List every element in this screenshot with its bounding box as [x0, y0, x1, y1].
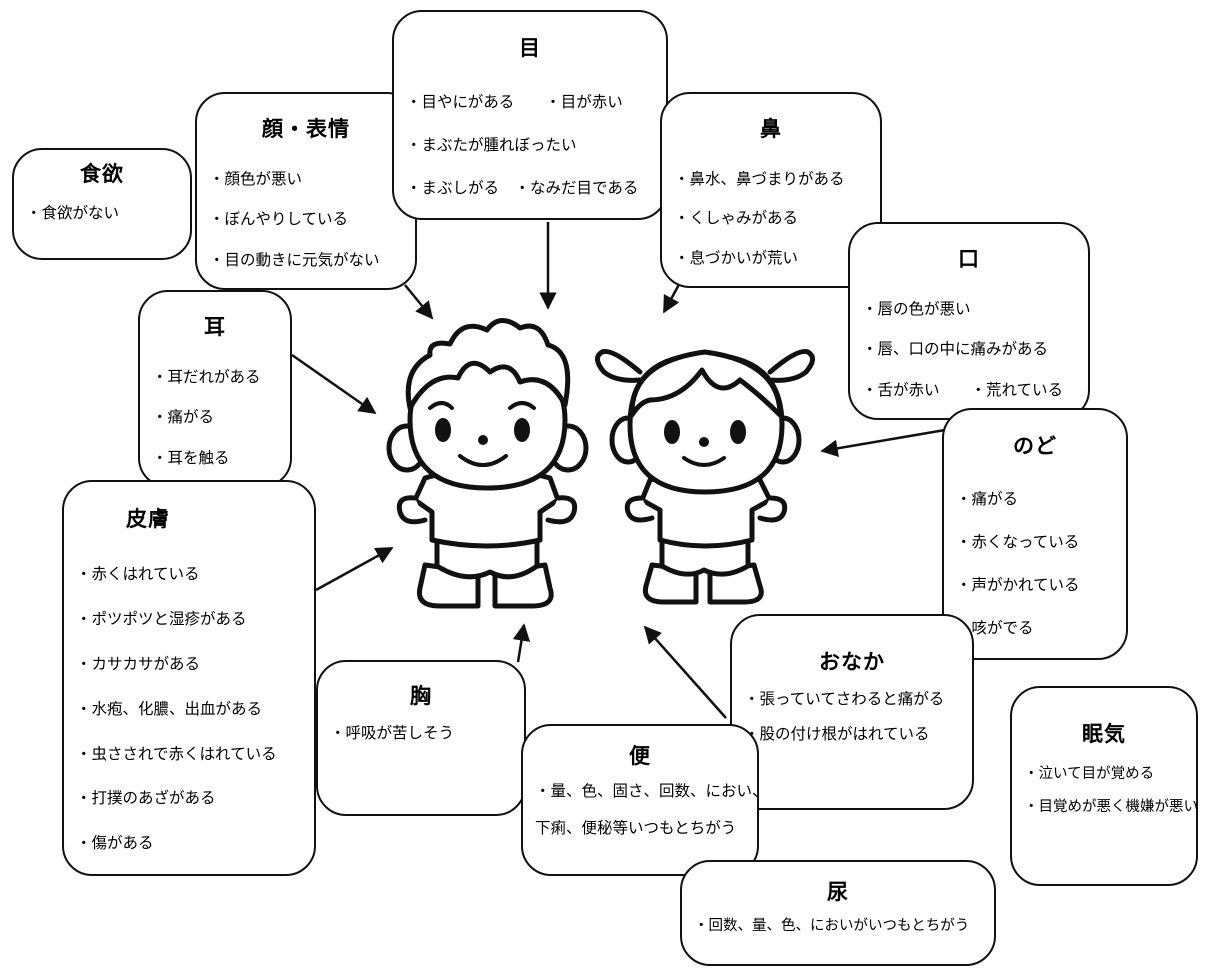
- box-title-skin: 皮膚: [126, 507, 170, 532]
- symptom-line: ・目やにがある ・目が赤い: [406, 92, 623, 111]
- symptom-line: ・目覚めが悪く機嫌が悪い: [1024, 799, 1198, 816]
- symptom-line: ・赤くはれている: [76, 565, 200, 584]
- symptom-line: ・股の付け根がはれている: [744, 724, 930, 743]
- symptom-line: ・耳を触る: [152, 448, 230, 467]
- symptom-line: ・咳がでる: [956, 619, 1034, 638]
- symptom-line: ・量、色、固さ、回数、におい、: [535, 782, 768, 800]
- box-sleep: 眠気 ・泣いて目が覚める ・目覚めが悪く機嫌が悪い: [1010, 686, 1198, 886]
- box-appetite: 食欲 ・食欲がない: [12, 148, 192, 260]
- symptom-line: ・回数、量、色、においがいつもとちがう: [694, 918, 970, 934]
- box-stool: 便 ・量、色、固さ、回数、におい、 下痢、便秘等いつもとちがう: [521, 724, 768, 876]
- box-eyes: 目 ・目やにがある ・目が赤い ・まぶたが腫れぼったい ・まぶしがる ・なみだ目…: [392, 10, 668, 220]
- symptom-line: ・唇の色が悪い: [862, 300, 971, 319]
- box-title-appetite: 食欲: [80, 162, 124, 186]
- symptom-line: ・傷がある: [76, 834, 154, 853]
- arrow-ears: [291, 353, 377, 415]
- symptom-line: ・ポツポツと湿疹がある: [76, 610, 247, 629]
- box-title-nose: 鼻: [760, 116, 782, 141]
- girl-face: [664, 420, 746, 467]
- symptom-line: ・水疱、化膿、出血がある: [76, 699, 263, 718]
- box-face: 顔・表情 ・顔色が悪い ・ぼんやりしている ・目の動きに元気がない: [195, 92, 417, 290]
- symptom-line: ・痛がる: [956, 490, 1019, 509]
- symptom-line: ・張っていてさわると痛がる: [744, 690, 945, 708]
- symptom-line: ・くしゃみがある: [674, 209, 799, 228]
- symptom-line: ・赤くなっている: [956, 533, 1080, 552]
- box-tummy: おなか ・張っていてさわると痛がる ・股の付け根がはれている: [730, 614, 974, 810]
- box-title-urine: 尿: [827, 880, 849, 904]
- box-title-mouth: 口: [958, 246, 980, 271]
- symptom-line: ・耳だれがある: [152, 368, 261, 387]
- boy-illustration: [386, 318, 589, 609]
- symptom-line: ・呼吸が苦しそう: [330, 724, 455, 742]
- arrow-face: [404, 284, 434, 320]
- box-title-ears: 耳: [204, 314, 226, 339]
- box-title-throat: のど: [1013, 434, 1057, 459]
- symptom-line: ・息づかいが荒い: [674, 248, 799, 267]
- box-ears: 耳 ・耳だれがある ・痛がる ・耳を触る: [138, 290, 292, 488]
- box-skin: 皮膚 ・赤くはれている ・ポツポツと湿疹がある ・カサカサがある ・水疱、化膿、…: [62, 480, 316, 876]
- symptom-line: ・唇、口の中に痛みがある: [862, 340, 1049, 359]
- symptom-line: ・泣いて目が覚める: [1024, 766, 1155, 782]
- symptom-line: 下痢、便秘等いつもとちがう: [535, 818, 737, 837]
- arrow-tummy: [643, 625, 727, 719]
- box-mouth: 口 ・唇の色が悪い ・唇、口の中に痛みがある ・舌が赤い ・荒れている: [848, 222, 1090, 420]
- symptom-line: ・舌が赤い ・荒れている: [862, 380, 1064, 399]
- box-title-stool: 便: [629, 744, 651, 768]
- symptom-line: ・鼻水、鼻づまりがある: [674, 169, 845, 188]
- box-title-eyes: 目: [519, 36, 541, 61]
- symptom-line: ・ぼんやりしている: [209, 210, 349, 229]
- box-title-chest: 胸: [410, 684, 432, 708]
- box-chest: 胸 ・呼吸が苦しそう: [316, 660, 526, 816]
- box-throat: のど ・痛がる ・赤くなっている ・声がかれている ・咳がでる: [942, 408, 1128, 660]
- symptom-line: ・まぶしがる ・なみだ目である: [406, 179, 639, 198]
- boy-face: [428, 401, 536, 467]
- box-title-sleep: 眠気: [1082, 722, 1126, 746]
- box-nose: 鼻 ・鼻水、鼻づまりがある ・くしゃみがある ・息づかいが荒い: [660, 92, 882, 288]
- box-urine: 尿 ・回数、量、色、においがいつもとちがう: [680, 860, 996, 966]
- box-title-face: 顔・表情: [262, 116, 350, 141]
- symptom-line: ・痛がる: [152, 408, 215, 427]
- symptom-line: ・打撲のあざがある: [76, 789, 216, 808]
- symptom-line: ・目の動きに元気がない: [209, 250, 380, 269]
- box-title-tummy: おなか: [819, 650, 885, 674]
- arrow-skin: [315, 546, 394, 592]
- symptom-line: ・虫さされで赤くはれている: [76, 744, 277, 763]
- girl-illustration: [595, 348, 815, 605]
- arrow-chest: [512, 623, 531, 663]
- symptom-line: ・まぶたが腫れぼったい: [406, 135, 577, 154]
- symptom-line: ・食欲がない: [26, 204, 120, 222]
- arrow-throat: [820, 428, 946, 457]
- symptom-line: ・顔色が悪い: [209, 170, 303, 189]
- symptom-line: ・声がかれている: [956, 576, 1080, 595]
- symptom-line: ・カサカサがある: [76, 654, 201, 673]
